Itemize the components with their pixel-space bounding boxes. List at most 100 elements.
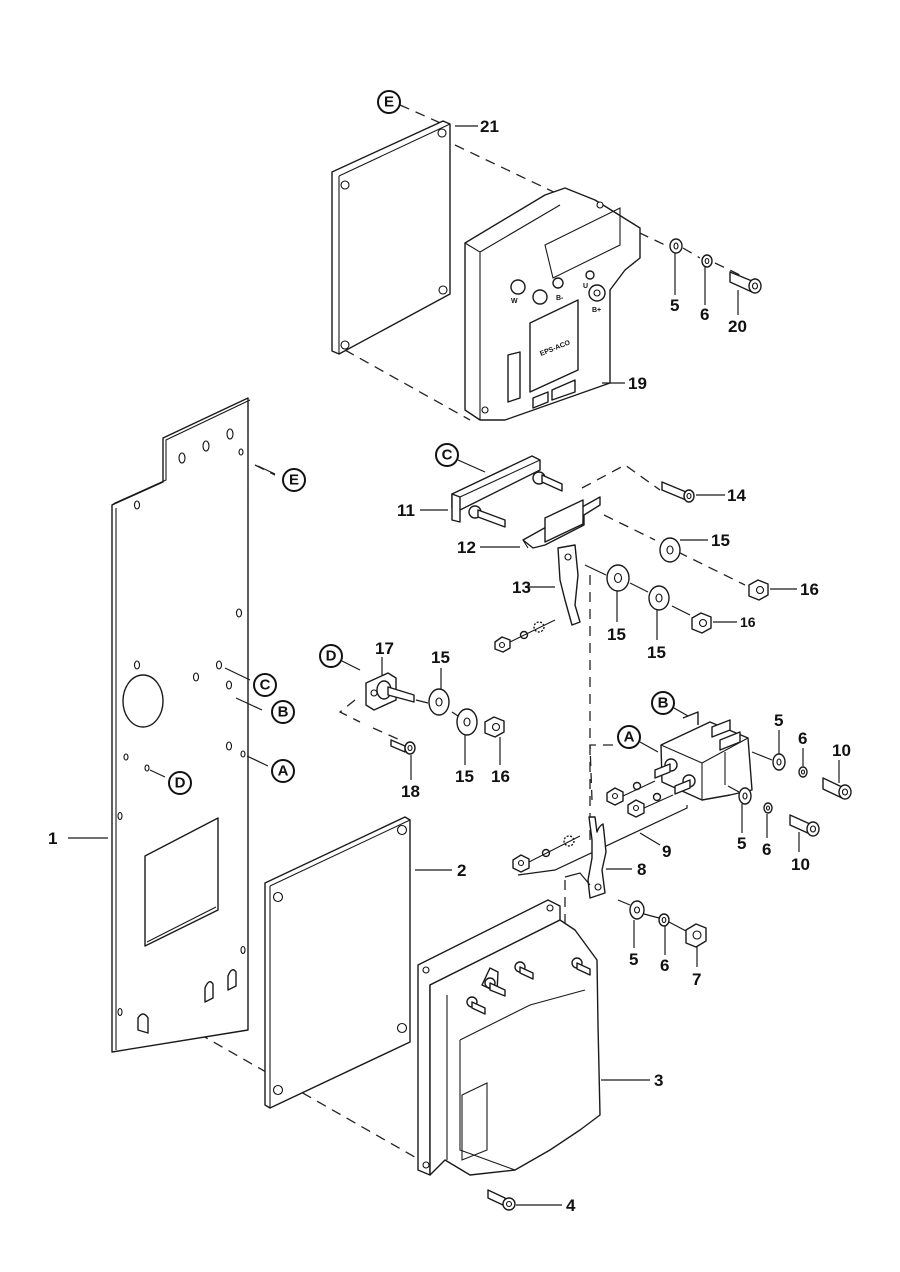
part-number-21: 21 <box>480 117 499 136</box>
assembly-line-e-cover <box>399 104 446 126</box>
bolt-10-lower <box>789 814 820 837</box>
reference-marker-a-top: A <box>617 725 641 749</box>
part-number-14: 14 <box>727 486 746 505</box>
washer-5-lower <box>629 900 645 920</box>
part-12-fuse <box>522 496 601 549</box>
washer-5-right-upper <box>772 753 786 771</box>
washer-15-d <box>428 688 450 716</box>
lock-washer-6-right-upper <box>798 766 808 778</box>
washer-5-top <box>669 238 683 254</box>
reference-marker-c-top: C <box>435 443 459 467</box>
svg-text:C: C <box>260 677 271 694</box>
part-21-cover <box>331 120 451 355</box>
washer-15-e <box>456 708 478 736</box>
part-number-15-d: 15 <box>431 648 450 667</box>
washer-15-c <box>648 585 670 611</box>
part-number-19: 19 <box>628 374 647 393</box>
part-number-6-lower: 6 <box>660 956 669 975</box>
part-number-1: 1 <box>48 829 57 848</box>
lock-washer-6-top <box>701 254 713 268</box>
lock-washer-6-lower <box>658 913 670 927</box>
part-19-eps-controller: W B- U B+ EPS-ACO <box>464 187 641 421</box>
contactor-assembly <box>654 711 753 801</box>
contactor-nut-set <box>606 780 674 818</box>
svg-text:E: E <box>384 94 394 111</box>
part-8-cable-lug <box>587 816 607 899</box>
lock-washer-6-right-lower <box>763 802 773 814</box>
reference-marker-a-plate: A <box>271 759 295 783</box>
part-4-bolt <box>487 1189 516 1211</box>
part-number-5-right-lower: 5 <box>737 834 746 853</box>
svg-text:E: E <box>289 472 299 489</box>
part-number-5-lower: 5 <box>629 950 638 969</box>
part-number-6-top: 6 <box>700 305 709 324</box>
part-number-18: 18 <box>401 782 420 801</box>
svg-text:B: B <box>278 704 289 721</box>
reference-marker-d-top: D <box>319 644 343 668</box>
part-number-15-e: 15 <box>455 767 474 786</box>
reference-marker-b-top: B <box>651 691 675 715</box>
terminal-u-label: U <box>583 283 588 290</box>
part-number-13: 13 <box>512 578 531 597</box>
nut-washer-set-13 <box>494 619 556 653</box>
part-number-6-right-upper: 6 <box>798 729 807 748</box>
part-number-7: 7 <box>692 970 701 989</box>
assembly-line-bolt-20 <box>682 247 741 276</box>
assembly-line-bolt-14 <box>581 464 661 491</box>
svg-text:D: D <box>175 775 186 792</box>
part-9-cable <box>517 805 688 876</box>
part-number-2: 2 <box>457 861 466 880</box>
assembly-line-nut-16 <box>603 514 746 586</box>
washer-5-right-lower <box>738 787 752 805</box>
plate-cable-hole <box>122 674 164 728</box>
nut-16-c <box>484 716 505 738</box>
controller-label-panel <box>529 299 579 393</box>
part-number-3: 3 <box>654 1071 663 1090</box>
bolt-10-upper <box>822 777 852 800</box>
assembly-line-cover-bottom <box>344 349 471 421</box>
terminal-b-minus-label: B- <box>556 295 564 302</box>
svg-text:B: B <box>658 695 669 712</box>
part-number-8: 8 <box>637 860 646 879</box>
part-2-cover-plate <box>264 816 411 1109</box>
part-number-10-lower: 10 <box>791 855 810 874</box>
part-number-5-right-upper: 5 <box>774 711 783 730</box>
part-number-15-a: 15 <box>711 531 730 550</box>
reference-marker-d-plate: D <box>168 771 192 795</box>
svg-text:A: A <box>624 729 635 746</box>
nut-16-b <box>691 612 712 634</box>
terminal-b-plus-label: B+ <box>592 307 601 314</box>
part-number-15-c: 15 <box>647 643 666 662</box>
bolt-18 <box>390 739 416 755</box>
svg-text:A: A <box>278 763 289 780</box>
part-number-9: 9 <box>662 842 671 861</box>
terminal-u <box>585 270 595 280</box>
terminal-b-minus <box>552 277 564 289</box>
part-number-11: 11 <box>397 501 415 520</box>
part-11-fuse-holder <box>451 455 563 528</box>
nut-7 <box>685 923 707 948</box>
assembly-line-a-left <box>589 744 615 801</box>
part-number-15-b: 15 <box>607 625 626 644</box>
reference-marker-b-plate: B <box>271 700 295 724</box>
part-13-cable-lug <box>557 544 581 626</box>
part-number-17: 17 <box>375 639 394 658</box>
reference-marker-e-top: E <box>377 90 401 114</box>
terminal-w <box>510 279 526 295</box>
part-number-6-right-lower: 6 <box>762 840 771 859</box>
part-number-16-a: 16 <box>800 580 819 599</box>
part-number-20: 20 <box>728 317 747 336</box>
nut-16-a <box>748 579 769 601</box>
part-3-motor-controller <box>417 899 601 1176</box>
svg-text:C: C <box>442 447 453 464</box>
part-1-mounting-plate <box>111 397 251 1053</box>
bolt-14 <box>661 481 695 503</box>
assembly-line-bolt-18 <box>338 699 401 741</box>
cable-9-nut-set <box>512 835 581 873</box>
svg-text:D: D <box>326 648 337 665</box>
washer-15-a <box>659 537 681 563</box>
reference-marker-c-plate: C <box>253 673 277 697</box>
washer-15-b <box>606 564 630 592</box>
part-number-16-b: 16 <box>740 614 756 630</box>
